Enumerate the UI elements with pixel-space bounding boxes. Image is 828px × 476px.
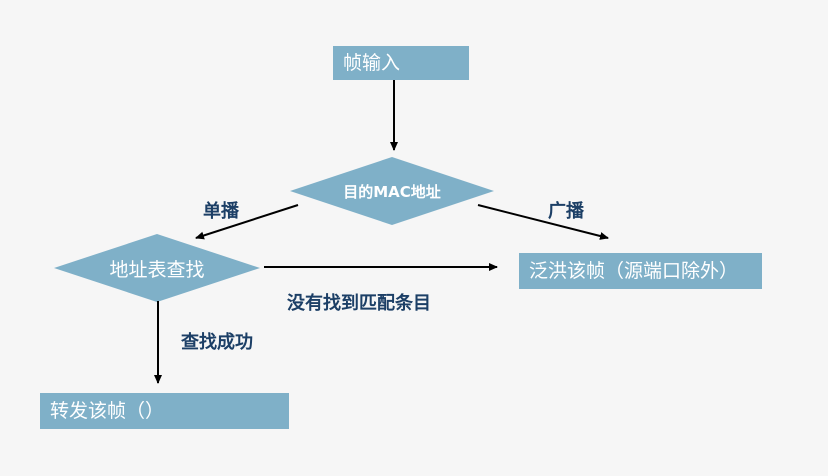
arrow-broadcast: [477, 204, 609, 240]
edge-label-unicast: 单播: [203, 201, 239, 222]
frame-input-box: 帧输入: [333, 46, 469, 80]
addr-lookup-diamond: [54, 234, 260, 302]
arrow-unicast: [195, 204, 299, 240]
dest-mac-diamond: [290, 157, 494, 225]
forward-box: 转发该帧（）: [40, 393, 289, 429]
edge-label-no-match: 没有找到匹配条目: [287, 293, 431, 314]
frame-input-label: 帧输入: [343, 51, 401, 74]
dest-mac-label: 目的MAC地址: [343, 182, 441, 201]
flood-label: 泛洪该帧（源端口除外）: [529, 259, 739, 282]
forward-label: 转发该帧（）: [50, 399, 165, 422]
edge-label-broadcast: 广播: [548, 201, 584, 222]
flood-box: 泛洪该帧（源端口除外）: [519, 253, 762, 289]
addr-lookup-label: 地址表查找: [109, 258, 205, 281]
edge-label-found: 查找成功: [181, 332, 253, 353]
